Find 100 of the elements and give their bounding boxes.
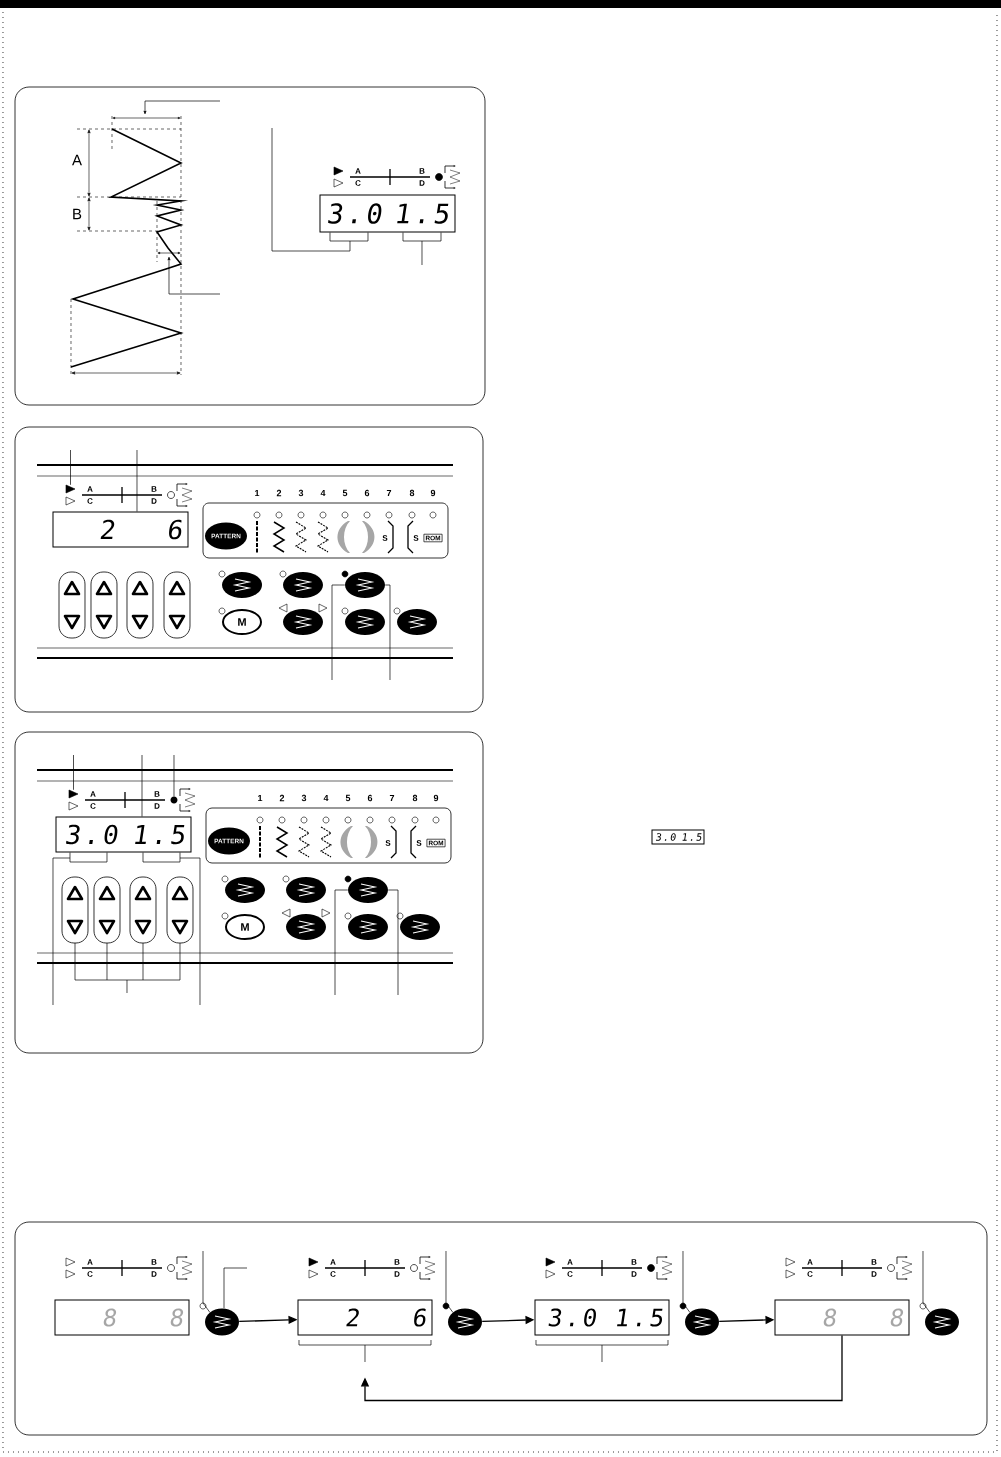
- leader-line: [73, 754, 74, 791]
- leader-line: [173, 754, 175, 797]
- leader-line: [136, 449, 138, 512]
- stitch-number: 2: [276, 489, 282, 497]
- stitch-button: [925, 1308, 959, 1336]
- indicator-letter: B: [151, 1259, 157, 1265]
- stitch-button: [345, 572, 385, 598]
- stitch-number: 1: [258, 794, 263, 802]
- indicator-letter: C: [87, 1271, 93, 1277]
- stitch-number: 9: [433, 794, 439, 802]
- display-window: 3.0 1.5: [534, 1299, 670, 1336]
- display-window: 3.0 1.5: [55, 816, 192, 853]
- indicator-letter: B: [631, 1259, 637, 1265]
- indicator-letter: D: [151, 498, 157, 504]
- stitch-letter: S: [385, 840, 391, 846]
- indicator-letter: C: [567, 1271, 573, 1277]
- stitch-button: [348, 914, 388, 940]
- indicator-letter: D: [631, 1271, 637, 1277]
- indicator-letter: A: [87, 486, 93, 492]
- stitch-button: [345, 609, 385, 635]
- indicator-letter: A: [90, 791, 96, 797]
- indicator-letter: A: [567, 1259, 573, 1265]
- indicator-letter: D: [419, 180, 425, 186]
- stitch-number: 3: [298, 489, 304, 497]
- stitch-number: 4: [320, 489, 326, 497]
- stitch-number: 1: [255, 489, 260, 497]
- indicator-triangle: [65, 484, 76, 494]
- leader-line: [142, 852, 201, 1006]
- indicator-letter: C: [355, 180, 361, 186]
- display-window: 2 6: [52, 511, 189, 548]
- indicator-letter: C: [330, 1271, 336, 1277]
- leader-line: [402, 232, 442, 266]
- dimension-line: [112, 116, 181, 120]
- display-window: 8 8: [54, 1299, 190, 1336]
- stitch-number: 2: [279, 794, 285, 802]
- display-window: 3.0 1.5: [651, 829, 705, 845]
- display-window: 8 8: [774, 1299, 910, 1336]
- leader-line: [331, 584, 346, 681]
- stitch-button: [400, 914, 440, 940]
- leader-line: [223, 1267, 248, 1309]
- stitch-button: [348, 877, 388, 903]
- leader-line: [384, 584, 391, 681]
- leader-line: [143, 100, 221, 115]
- dimension-label: A: [72, 154, 82, 166]
- stitch-button: [448, 1308, 482, 1336]
- leader-line: [922, 1250, 931, 1313]
- dimension-label: B: [73, 208, 82, 220]
- dimension-line: [157, 251, 181, 255]
- indicator-triangle: [68, 789, 79, 799]
- indicator-letter: B: [151, 486, 157, 492]
- leader-line: [387, 889, 399, 996]
- display-window: 2 6: [297, 1299, 433, 1336]
- stitch-button: [283, 609, 323, 635]
- leader-line: [141, 754, 143, 817]
- stitch-number: 6: [367, 794, 373, 802]
- stitch-number: 6: [364, 489, 370, 497]
- leader-line: [52, 852, 108, 1006]
- indicator-letter: A: [355, 168, 361, 174]
- arrow: [360, 1334, 843, 1402]
- stitch-button: [397, 609, 437, 635]
- stitch-letter: S: [416, 840, 422, 846]
- m-button: M: [225, 914, 265, 940]
- indicator-letter: D: [154, 803, 160, 809]
- leader-line: [70, 449, 71, 486]
- leader-line: [445, 1250, 454, 1313]
- stitch-number: 7: [389, 794, 395, 802]
- stitch-button: [283, 572, 323, 598]
- stitch-letter: S: [413, 535, 419, 541]
- stitch-letter: S: [382, 535, 388, 541]
- indicator-letter: B: [419, 168, 425, 174]
- indicator-letter: A: [87, 1259, 93, 1265]
- m-button: M: [222, 609, 262, 635]
- stitch-button: [286, 877, 326, 903]
- indicator-letter: C: [87, 498, 93, 504]
- indicator-letter: B: [871, 1259, 877, 1265]
- indicator-letter: A: [330, 1259, 336, 1265]
- leader-line: [271, 127, 369, 252]
- leader-line: [682, 1250, 691, 1313]
- stitch-button: [225, 877, 265, 903]
- stitch-button: [205, 1308, 239, 1336]
- stitch-number: 9: [430, 489, 436, 497]
- indicator-letter: C: [807, 1271, 813, 1277]
- stitch-number: 5: [342, 489, 348, 497]
- stitch-button: [286, 914, 326, 940]
- display-window: 3.0 1.5: [319, 194, 456, 233]
- stitch-number: 7: [386, 489, 392, 497]
- indicator-letter: B: [154, 791, 160, 797]
- stitch-number: 4: [323, 794, 329, 802]
- stitch-button: [222, 572, 262, 598]
- leader-line: [202, 1250, 211, 1313]
- indicator-letter: D: [151, 1271, 157, 1277]
- indicator-letter: D: [871, 1271, 877, 1277]
- leader-line: [334, 889, 349, 996]
- stitch-button: [685, 1308, 719, 1336]
- indicator-letter: A: [807, 1259, 813, 1265]
- leader-line: [167, 256, 221, 295]
- indicator-letter: C: [90, 803, 96, 809]
- stitch-number: 5: [345, 794, 351, 802]
- indicator-lamp: [170, 796, 178, 804]
- stitch-number: 3: [301, 794, 307, 802]
